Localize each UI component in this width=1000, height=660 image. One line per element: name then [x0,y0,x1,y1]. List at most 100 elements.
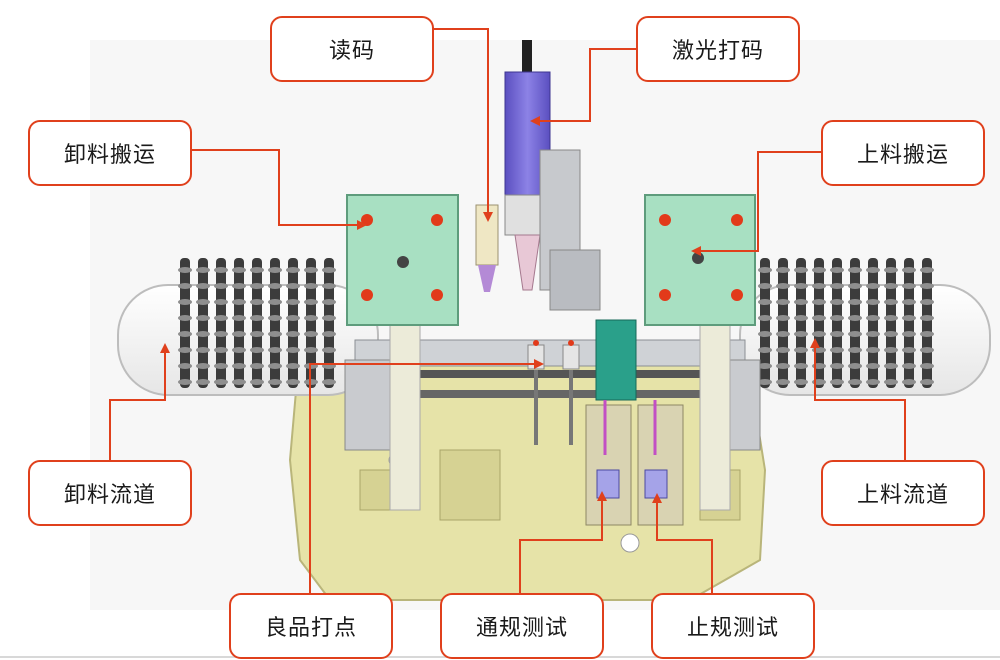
roller-ring [920,363,934,369]
roller-ring [286,331,300,337]
roller-ring [902,363,916,369]
roller-ring [304,267,318,273]
roller-ring [322,299,336,305]
unload-track-rollers [178,258,336,388]
roller-ring [884,331,898,337]
roller-ring [920,331,934,337]
roller-ring [794,315,808,321]
roller-ring [286,363,300,369]
roller-ring [758,379,772,385]
roller-ring [250,299,264,305]
roller-ring [776,283,790,289]
track-roller [850,258,860,388]
roller-ring [920,379,934,385]
roller-ring [920,347,934,353]
roller-ring [232,347,246,353]
roller-ring [322,283,336,289]
roller-ring [920,315,934,321]
roller-ring [776,379,790,385]
roller-ring [794,283,808,289]
roller-ring [812,315,826,321]
roller-ring [322,315,336,321]
roller-ring [268,363,282,369]
callout-load-track: 上料流道 [821,460,985,526]
roller-ring [232,299,246,305]
roller-ring [866,363,880,369]
roller-ring [830,363,844,369]
roller-ring [758,363,772,369]
track-roller [922,258,932,388]
roller-ring [848,331,862,337]
roller-ring [304,299,318,305]
roller-ring [830,267,844,273]
roller-ring [830,315,844,321]
roller-ring [250,331,264,337]
track-roller [796,258,806,388]
roller-ring [902,267,916,273]
roller-ring [830,299,844,305]
roller-ring [250,267,264,273]
roller-ring [866,267,880,273]
roller-ring [830,283,844,289]
roller-ring [884,283,898,289]
roller-ring [178,347,192,353]
roller-ring [232,267,246,273]
roller-ring [848,315,862,321]
roller-ring [884,267,898,273]
roller-ring [232,331,246,337]
roller-ring [866,379,880,385]
roller-ring [196,267,210,273]
roller-ring [304,347,318,353]
track-roller [904,258,914,388]
roller-ring [794,299,808,305]
track-roller [234,258,244,388]
laser-marker [504,40,601,311]
roller-ring [178,283,192,289]
roller-ring [250,379,264,385]
callout-unload-track: 卸料流道 [28,460,192,526]
roller-ring [286,379,300,385]
roller-ring [776,315,790,321]
roller-ring [902,283,916,289]
roller-ring [304,315,318,321]
roller-ring [902,347,916,353]
roller-ring [196,283,210,289]
track-roller [868,258,878,388]
roller-ring [758,267,772,273]
roller-ring [268,299,282,305]
roller-ring [776,299,790,305]
track-roller [270,258,280,388]
track-roller [886,258,896,388]
unload-conveyor [117,258,379,396]
roller-ring [250,283,264,289]
roller-ring [866,347,880,353]
roller-ring [866,315,880,321]
roller-ring [214,315,228,321]
roller-ring [214,331,228,337]
unload-gripper-plate [346,194,459,326]
track-roller [180,258,190,388]
roller-ring [794,363,808,369]
roller-ring [794,379,808,385]
track-roller [760,258,770,388]
roller-ring [232,379,246,385]
roller-ring [758,315,772,321]
roller-ring [884,299,898,305]
gauge-test-stations [585,319,684,526]
roller-ring [812,299,826,305]
leader-lines [109,28,906,594]
roller-ring [848,363,862,369]
roller-ring [920,267,934,273]
callout-load-transfer: 上料搬运 [821,120,985,186]
roller-ring [776,347,790,353]
track-roller [216,258,226,388]
roller-ring [196,331,210,337]
roller-ring [794,331,808,337]
track-roller [288,258,298,388]
roller-ring [286,315,300,321]
track-roller [198,258,208,388]
roller-ring [232,283,246,289]
roller-ring [178,379,192,385]
roller-ring [920,299,934,305]
